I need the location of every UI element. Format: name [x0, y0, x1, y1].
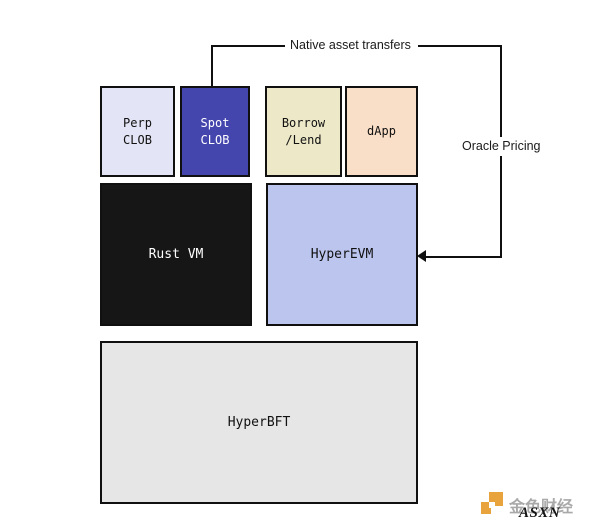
watermark: 金色财经 ASXN — [481, 489, 591, 525]
node-hyperbft[interactable]: HyperBFT — [100, 341, 418, 504]
arrow-head-icon — [417, 250, 426, 262]
node-rust-vm[interactable]: Rust VM — [100, 183, 252, 326]
edge-native-transfers-horizontal-left — [211, 45, 285, 47]
edge-label-native-asset-transfers: Native asset transfers — [285, 38, 416, 53]
edge-label-oracle-pricing: Oracle Pricing — [458, 137, 545, 156]
node-hyperevm[interactable]: HyperEVM — [266, 183, 418, 326]
watermark-chinese-text: 金色财经 — [509, 497, 574, 516]
edge-native-transfers-horizontal-right — [418, 45, 502, 47]
watermark-brand-text: ASXN — [519, 505, 561, 521]
node-perp-clob[interactable]: Perp CLOB — [100, 86, 175, 177]
node-borrow-lend[interactable]: Borrow /Lend — [265, 86, 342, 177]
edge-native-transfers-vertical-left — [211, 45, 213, 86]
edge-oracle-pricing-horizontal-bottom — [424, 256, 502, 258]
jinse-logo-icon — [481, 492, 503, 514]
node-spot-clob[interactable]: Spot CLOB — [180, 86, 250, 177]
node-dapp[interactable]: dApp — [345, 86, 418, 177]
